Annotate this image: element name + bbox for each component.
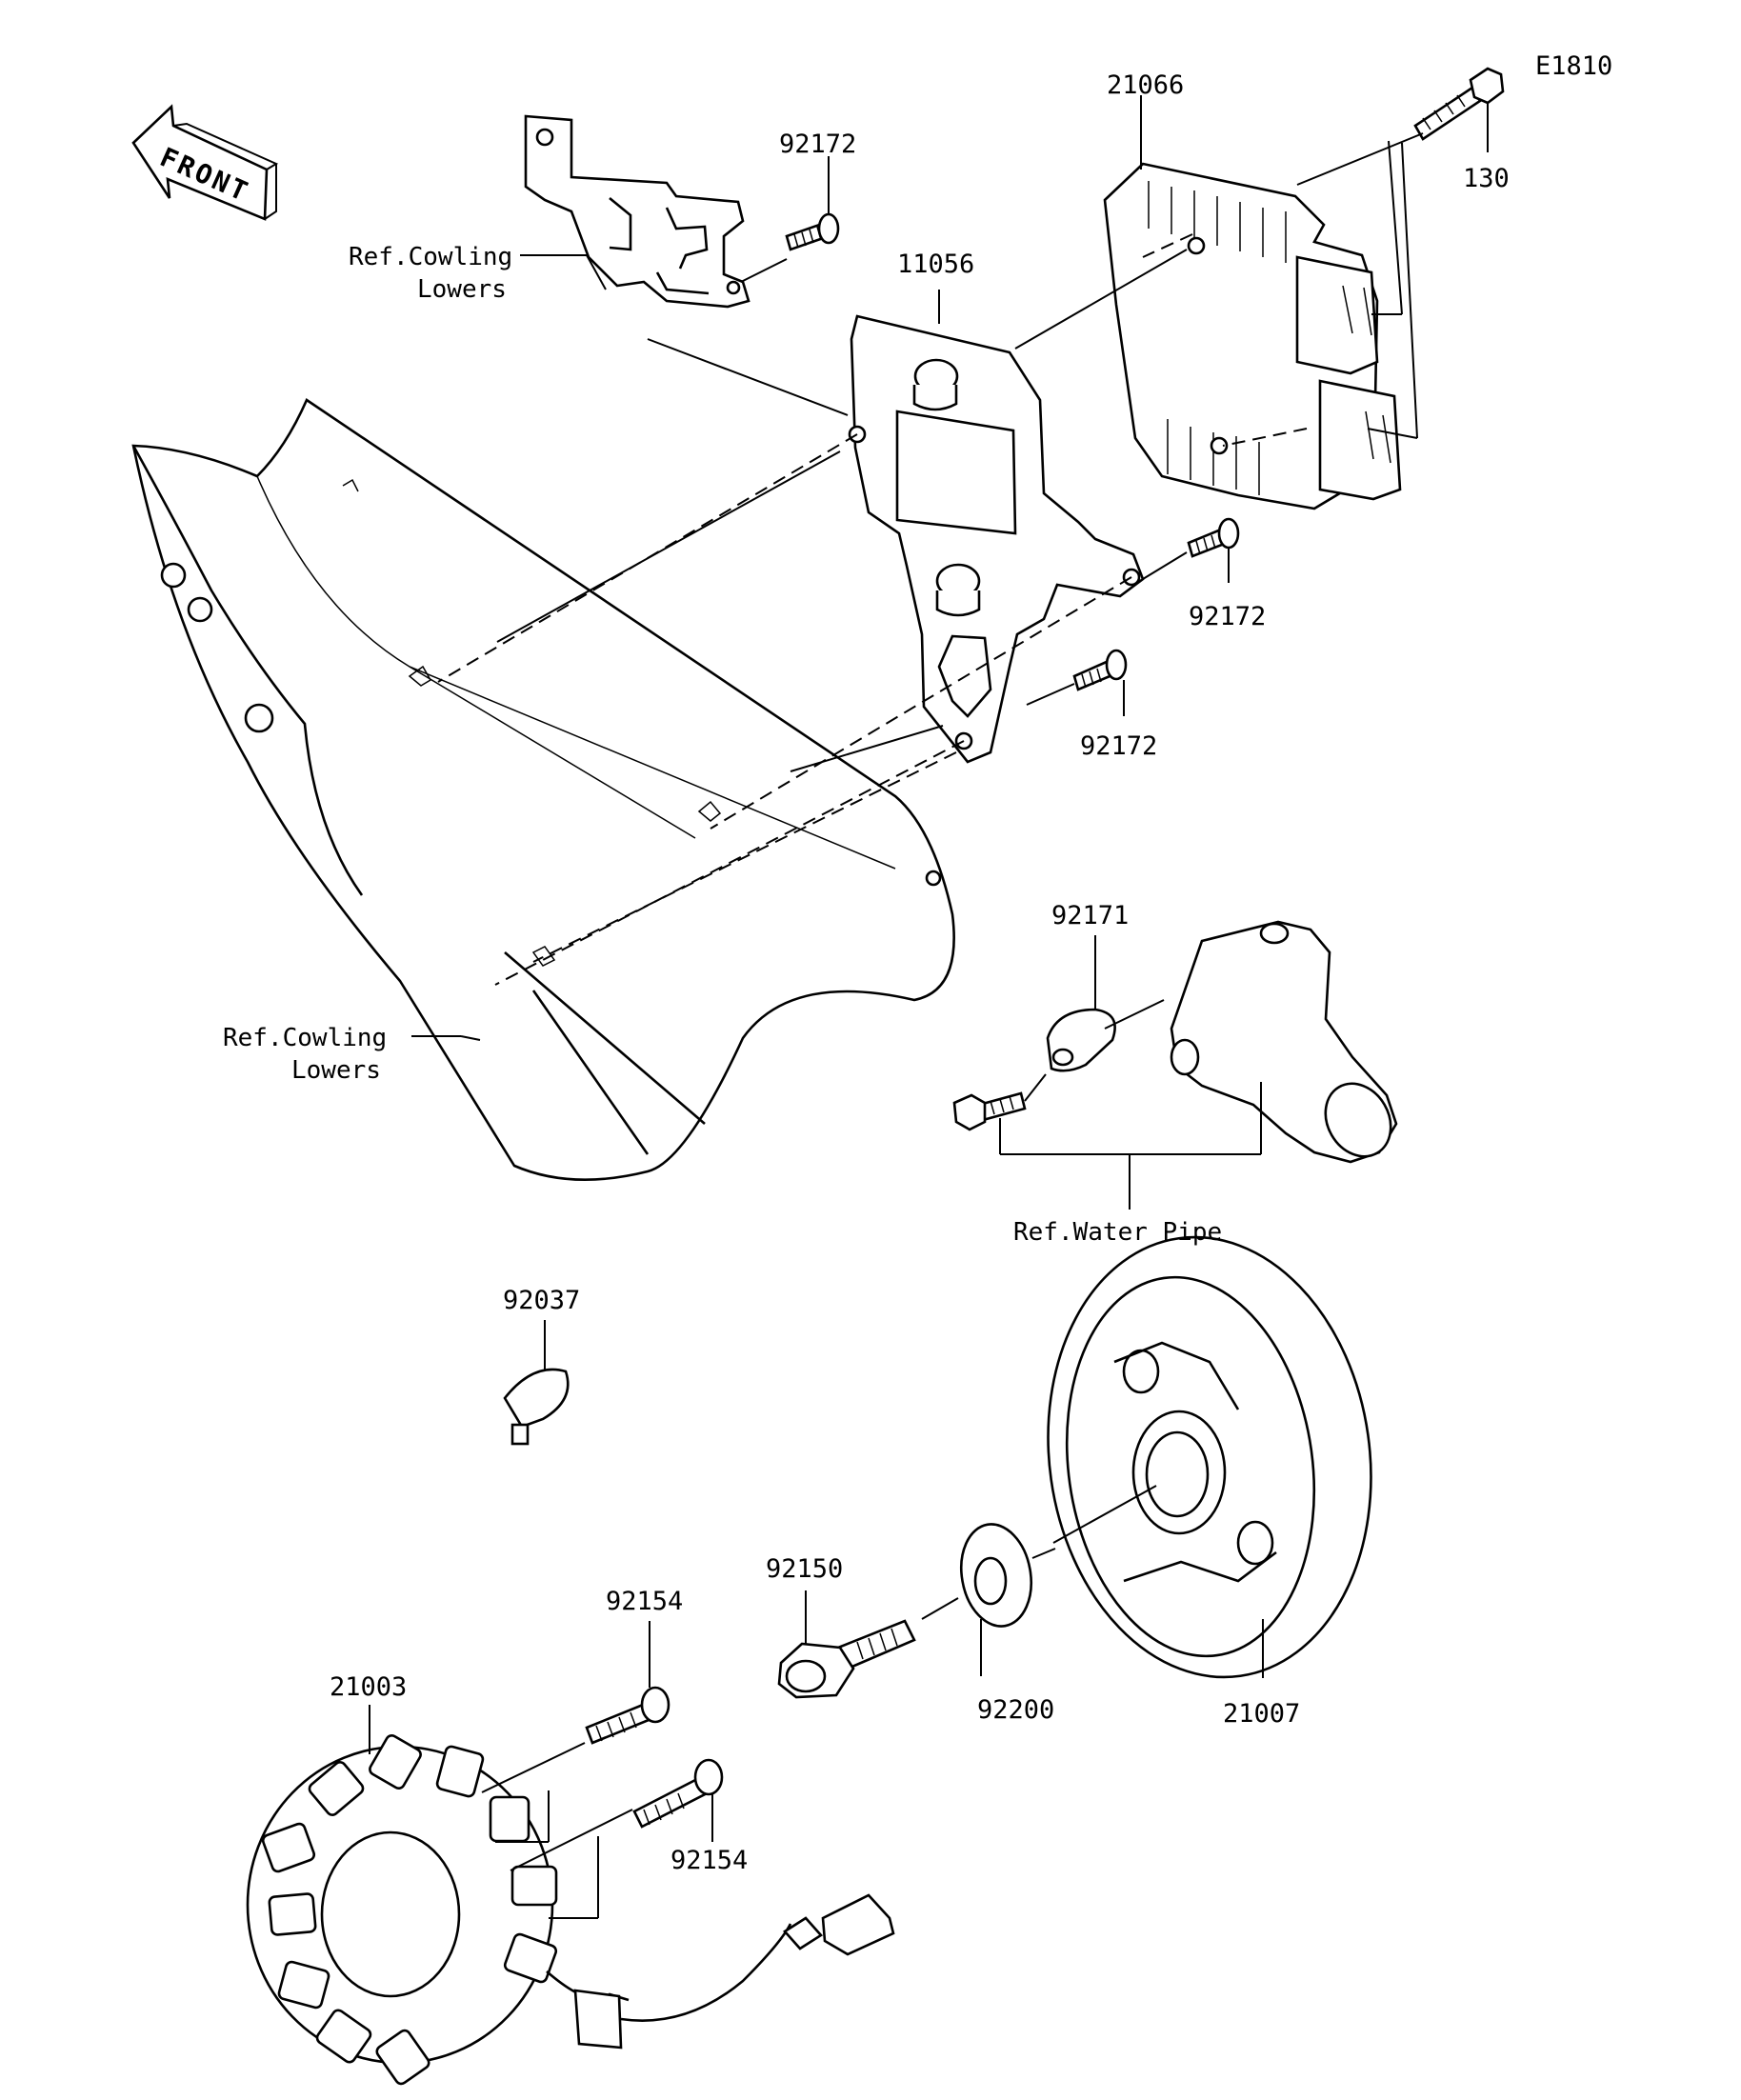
label-92154-low: 92154 bbox=[670, 1846, 748, 1875]
label-92172-low: 92172 bbox=[1080, 731, 1157, 761]
bolt-92154-top bbox=[585, 1686, 670, 1745]
label-11056: 11056 bbox=[897, 250, 974, 279]
front-arrow-icon: FRONT bbox=[131, 104, 279, 221]
regulator-rectifier-21066 bbox=[1103, 162, 1402, 510]
stator-21003 bbox=[246, 1733, 895, 2086]
ref-cowling-bottom-line1: Ref.Cowling bbox=[223, 1024, 387, 1052]
water-pipe-housing bbox=[1170, 920, 1398, 1164]
label-92172-mid: 92172 bbox=[1189, 602, 1266, 631]
label-21003: 21003 bbox=[330, 1672, 407, 1702]
label-92200: 92200 bbox=[977, 1695, 1054, 1725]
bolt-92154-low bbox=[632, 1758, 724, 1829]
ref-water-pipe: Ref.Water Pipe bbox=[1013, 1218, 1222, 1247]
clamp-92171 bbox=[1046, 1008, 1116, 1072]
screw-92172-low bbox=[1072, 649, 1128, 691]
label-21066: 21066 bbox=[1107, 70, 1184, 100]
ref-cowling-top-line2: Lowers bbox=[417, 275, 507, 304]
label-92172-top: 92172 bbox=[779, 130, 856, 159]
diagram-code: E1810 bbox=[1535, 51, 1612, 81]
label-21007: 21007 bbox=[1223, 1699, 1300, 1729]
bolt-130 bbox=[1413, 67, 1505, 141]
mounting-plate-11056 bbox=[848, 314, 1145, 764]
label-92037: 92037 bbox=[503, 1286, 580, 1315]
label-130: 130 bbox=[1463, 164, 1510, 193]
screw-92172-mid bbox=[1187, 517, 1240, 558]
bolt-water-pipe bbox=[952, 1091, 1027, 1131]
dashed-leader-lines bbox=[437, 233, 1308, 986]
ref-cowling-top-line1: Ref.Cowling bbox=[349, 243, 512, 271]
flywheel-rotor-21007 bbox=[1047, 1235, 1372, 1679]
washer-92200 bbox=[960, 1523, 1032, 1628]
label-92171: 92171 bbox=[1051, 901, 1129, 930]
ref-cowling-bottom-line2: Lowers bbox=[291, 1056, 381, 1085]
cowling-bracket bbox=[524, 114, 750, 309]
bolt-92150 bbox=[777, 1619, 916, 1699]
screw-92172-top bbox=[785, 212, 840, 251]
label-92150: 92150 bbox=[766, 1554, 843, 1584]
cowling-lower-panel bbox=[131, 398, 955, 1181]
label-92154-top: 92154 bbox=[606, 1587, 683, 1616]
clamp-92037 bbox=[503, 1368, 570, 1446]
